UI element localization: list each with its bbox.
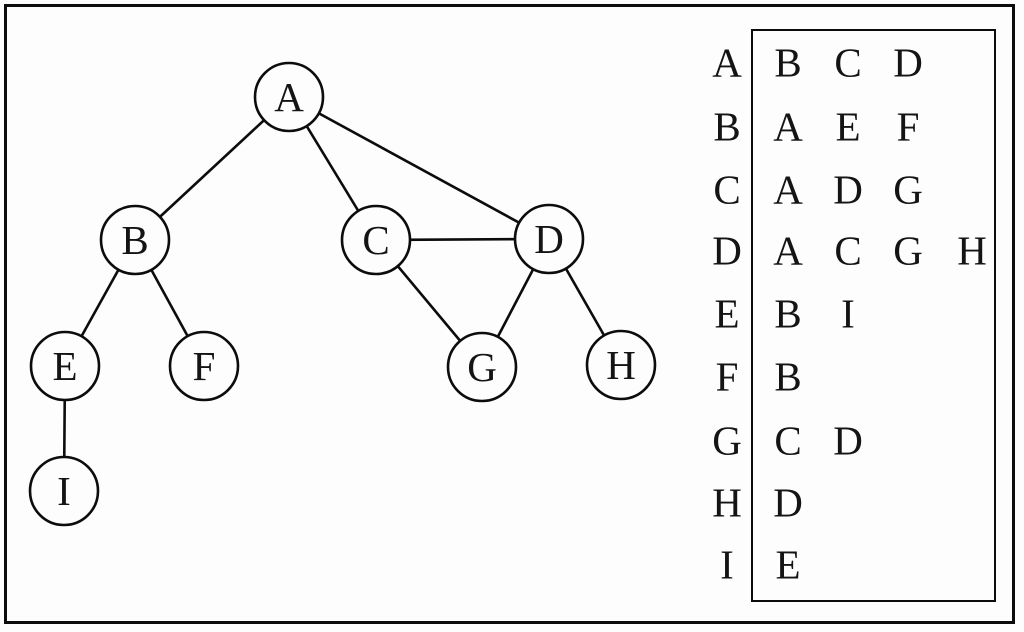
graph-node-I bbox=[28, 455, 100, 527]
graph-node-G bbox=[446, 331, 518, 403]
graph-node-label-D: D bbox=[534, 216, 564, 262]
graph-node-label-H: H bbox=[606, 342, 636, 388]
graph-node-label-E: E bbox=[52, 343, 77, 389]
graph-edges bbox=[62, 95, 623, 492]
graph-node-label-G: G bbox=[467, 344, 497, 390]
graph-nodes: A B C D E F G H I bbox=[28, 61, 657, 527]
graph-node-label-I: I bbox=[57, 468, 71, 514]
graph-node-F bbox=[168, 330, 240, 402]
graph-node-C bbox=[340, 204, 412, 276]
graph-node-A bbox=[253, 61, 325, 133]
graph-node-label-F: F bbox=[193, 343, 216, 389]
outer-frame-border bbox=[4, 4, 1015, 624]
graph-node-label-B: B bbox=[121, 217, 148, 263]
graph-node-B bbox=[99, 204, 171, 276]
graph-edge-A-D bbox=[288, 95, 550, 241]
graph-node-D bbox=[513, 203, 585, 275]
graph-node-label-A: A bbox=[274, 74, 304, 120]
graph-node-H bbox=[585, 329, 657, 401]
graph-node-E bbox=[29, 330, 101, 402]
adjacency-list-box bbox=[751, 29, 996, 602]
graph-node-label-C: C bbox=[362, 217, 389, 263]
